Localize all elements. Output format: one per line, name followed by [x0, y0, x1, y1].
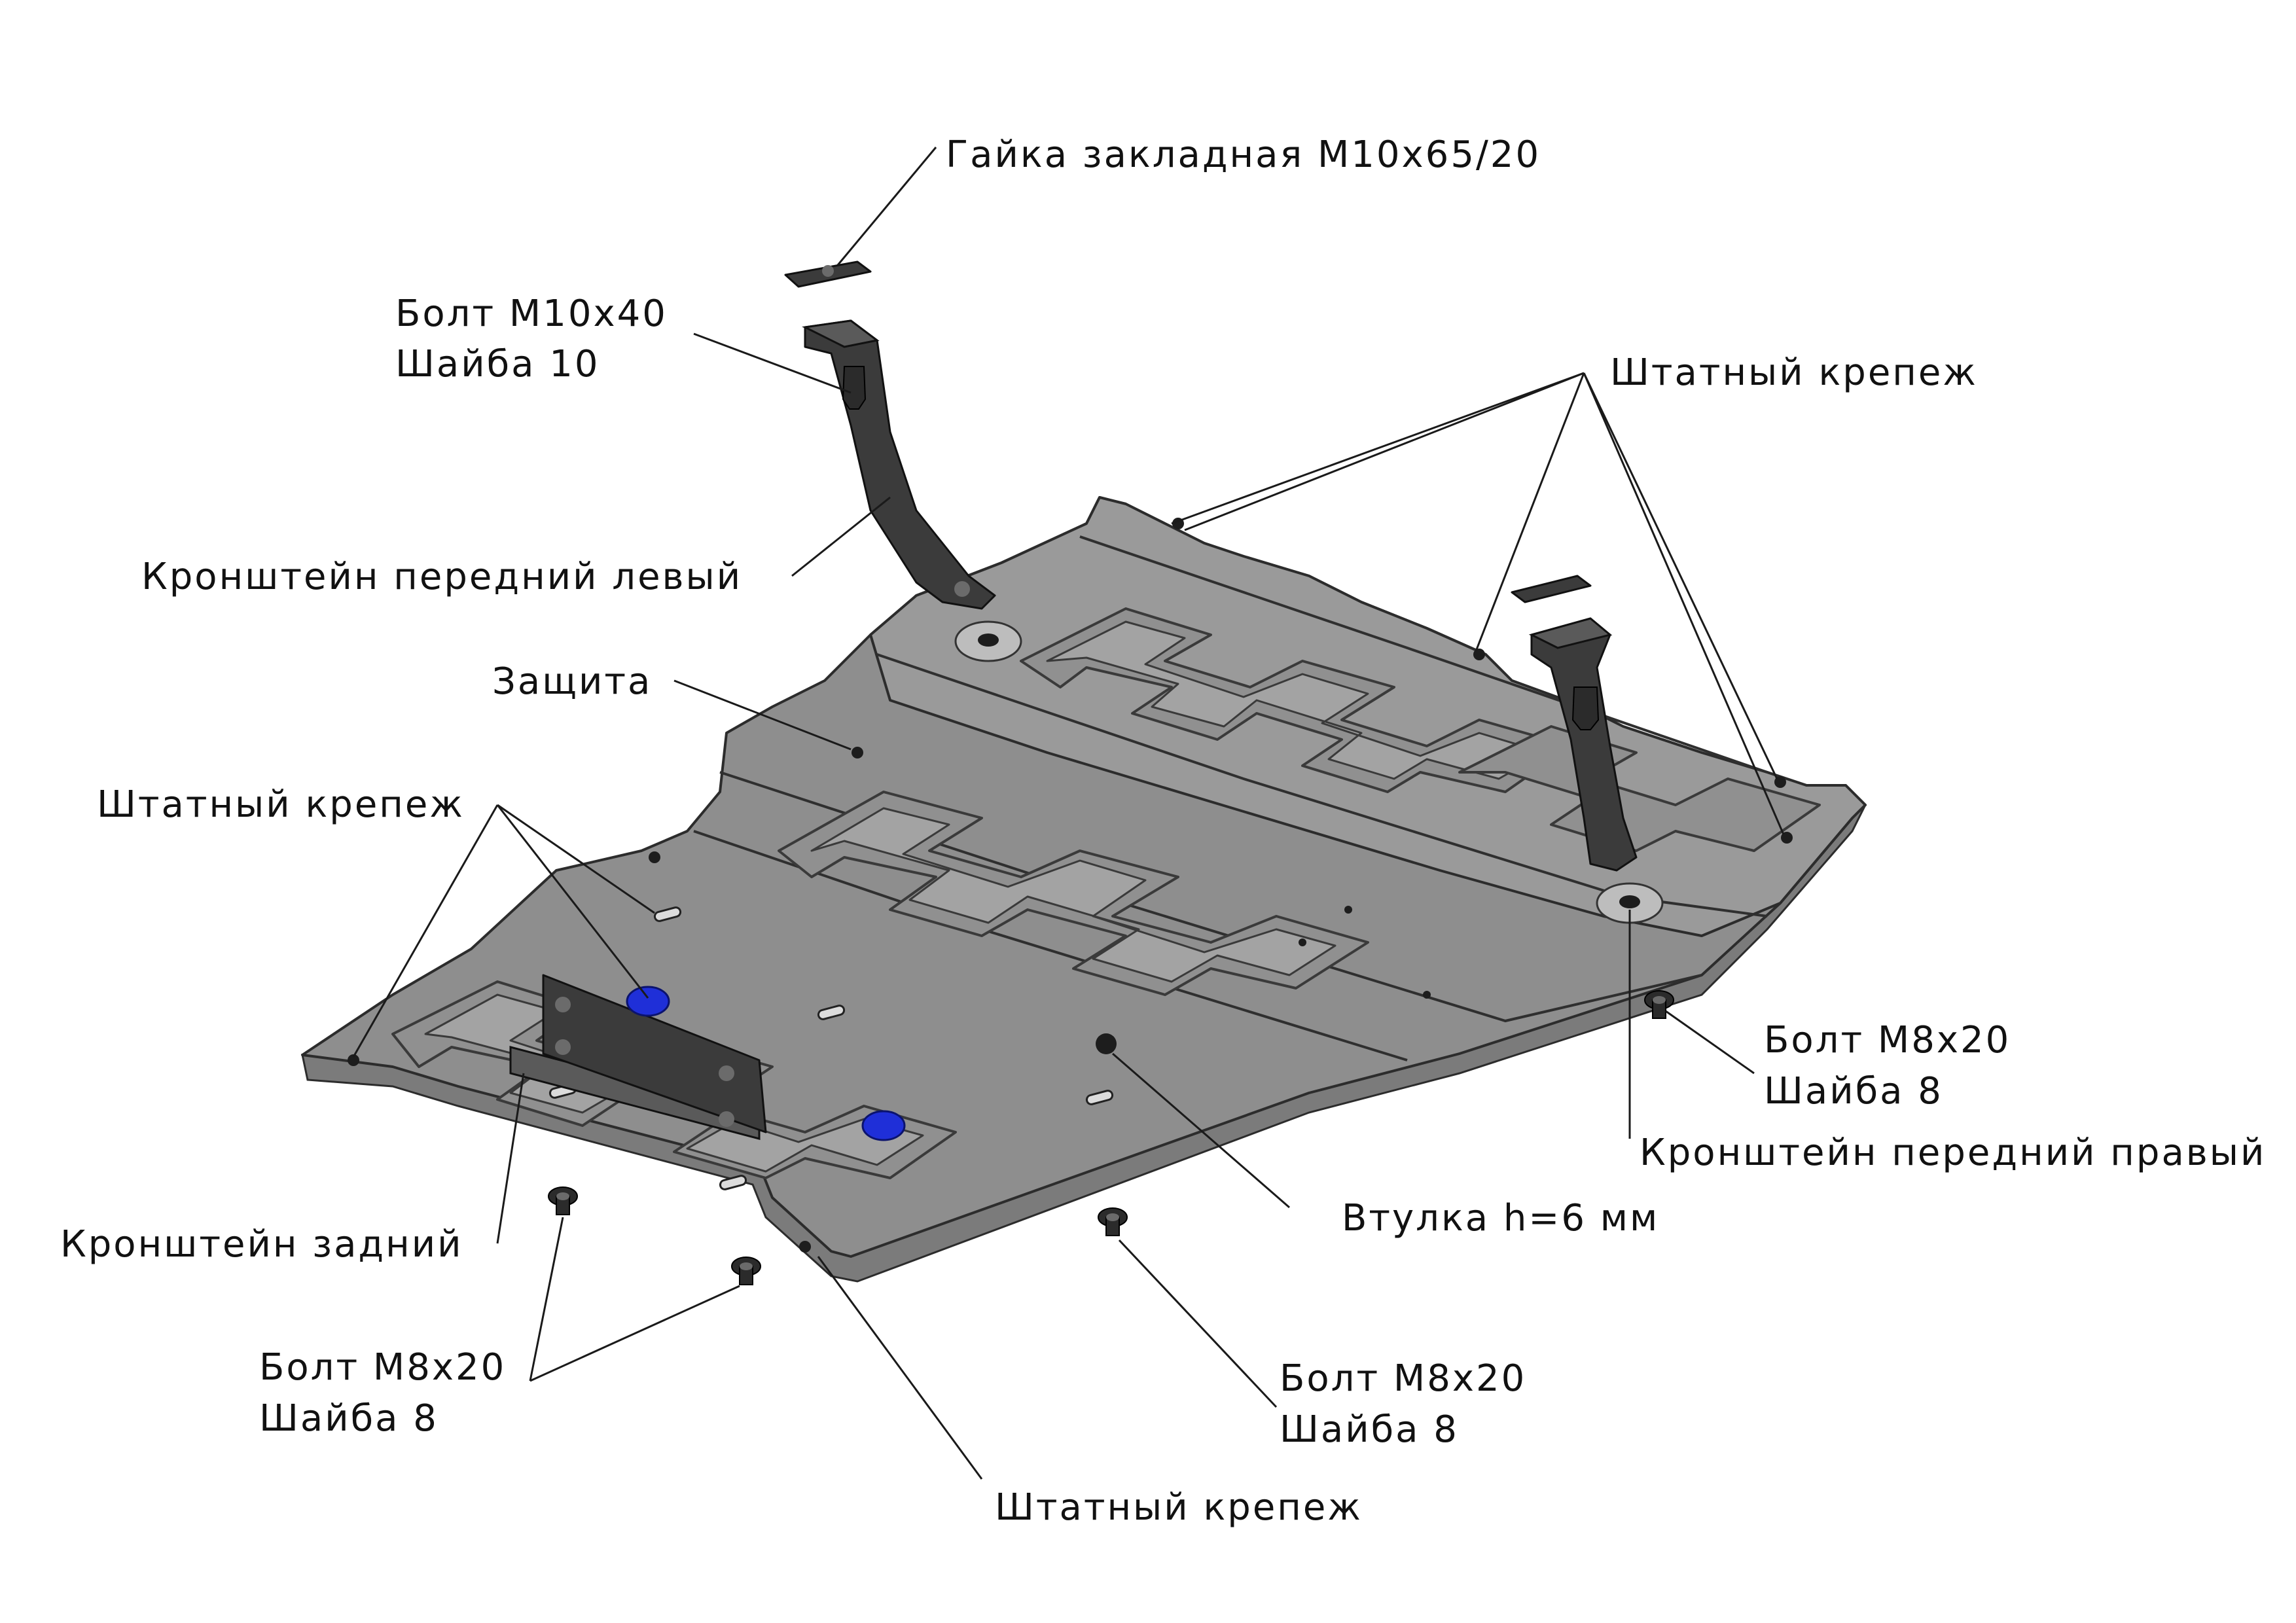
- embedded-nut-right: [1511, 575, 1592, 603]
- leader-std-top-4: [1583, 372, 1785, 835]
- rear-bracket-hole-4: [719, 1111, 734, 1127]
- m10-bolt-left: [842, 366, 867, 410]
- label-guard: Защита: [492, 660, 652, 703]
- guard-hole-7: [348, 1054, 359, 1066]
- leader-std-left-2: [497, 804, 655, 914]
- leader-bolt-m8-mid: [1118, 1239, 1278, 1408]
- label-std-fastener-left: Штатный крепеж: [97, 783, 465, 826]
- guard-boss-left-hole: [978, 633, 999, 647]
- label-bracket-front-left: Кронштейн передний левый: [141, 556, 742, 598]
- front-left-bracket-hole: [954, 581, 970, 597]
- leader-bolt-m8-left-1: [529, 1217, 564, 1382]
- guard-hole-3: [1473, 649, 1485, 660]
- leader-std-top-1b: [1184, 372, 1585, 531]
- front-left-bracket: [784, 260, 996, 610]
- label-bracket-front-right: Кронштейн передний правый: [1640, 1132, 2266, 1174]
- guard-hole-6: [649, 851, 660, 863]
- guard-hole-10: [1299, 938, 1306, 946]
- label-std-fastener-top: Штатный крепеж: [1610, 351, 1978, 394]
- loose-bolt-right: [1644, 990, 1674, 1019]
- guard-slot-3: [1085, 1090, 1114, 1105]
- label-bushing: Втулка h=6 мм: [1342, 1197, 1659, 1240]
- label-bolt-m8-mid-line1: Болт М8х20: [1280, 1357, 1526, 1400]
- callout-labels: Гайка закладная М10х65/20 Болт М10х40 Ша…: [60, 134, 2266, 1529]
- label-nut: Гайка закладная М10х65/20: [946, 134, 1541, 176]
- rear-bracket-hole-1: [555, 997, 571, 1012]
- leader-nut: [836, 147, 937, 266]
- rear-bracket-hole-2: [719, 1065, 734, 1081]
- guard-slot-4: [719, 1175, 747, 1190]
- front-right-bracket: [1511, 575, 1638, 872]
- front-left-bracket-top: [802, 319, 880, 348]
- label-bolt-m8-left-line2: Шайба 8: [259, 1397, 439, 1440]
- label-std-fastener-bottom: Штатный крепеж: [995, 1486, 1363, 1529]
- guard-hole-11: [1423, 991, 1431, 999]
- leader-std-top-1: [1171, 372, 1585, 525]
- leader-lines: [352, 147, 1785, 1480]
- rear-bracket-body: [542, 974, 767, 1133]
- label-bolt-m10-line1: Болт М10х40: [395, 293, 668, 335]
- label-bolt-m10-line2: Шайба 10: [395, 343, 600, 385]
- label-bolt-m8-right-line1: Болт М8х20: [1764, 1019, 2011, 1061]
- guard-hole-12: [799, 1241, 811, 1253]
- leader-std-left-1: [352, 804, 499, 1058]
- guard-fold-line-3: [876, 653, 1768, 918]
- leader-bushing: [1112, 1052, 1290, 1209]
- guard-hole-4: [1774, 776, 1786, 788]
- leader-bracket-rear: [496, 1073, 525, 1244]
- loose-bolt-mid: [1098, 1207, 1128, 1236]
- front-right-bracket-top: [1528, 617, 1613, 649]
- label-bolt-m8-right-line2: Шайба 8: [1764, 1070, 1943, 1113]
- rear-bracket: [509, 974, 906, 1141]
- embedded-nut-left-hole: [822, 265, 834, 277]
- leader-std-top-3: [1583, 372, 1778, 779]
- guard-plate: [301, 496, 1867, 1283]
- leader-std-top-2: [1475, 372, 1585, 652]
- leader-bolt-m10: [693, 332, 852, 394]
- guard-slot-1: [653, 906, 682, 922]
- front-right-bracket-body: [1530, 617, 1638, 872]
- leader-std-left-3: [496, 804, 649, 999]
- loose-bolt-left-1: [548, 1186, 578, 1215]
- leader-bolt-m8-left-2: [529, 1285, 740, 1382]
- leader-bolt-m8-right: [1665, 1010, 1755, 1075]
- leader-std-bottom: [817, 1256, 983, 1480]
- m10-bolt-right: [1571, 687, 1600, 730]
- loose-bolt-left-2: [731, 1257, 761, 1285]
- guard-rib-middle-1-inner: [810, 807, 1336, 983]
- guard-slot-2: [817, 1005, 846, 1020]
- guard-hole-9: [1344, 906, 1352, 914]
- guard-hole-1: [852, 747, 863, 758]
- guard-boss-right-hole: [1619, 895, 1640, 908]
- label-bolt-m8-mid-line2: Шайба 8: [1280, 1408, 1459, 1451]
- label-bracket-rear: Кронштейн задний: [60, 1223, 463, 1266]
- rear-bushing-2: [861, 1110, 906, 1141]
- guard-hole-8: [1096, 1033, 1117, 1054]
- front-left-bracket-body: [804, 319, 996, 610]
- leader-guard: [673, 679, 852, 751]
- guard-hole-5: [1781, 832, 1793, 844]
- leader-bracket-front-left: [791, 496, 891, 577]
- rear-bushing-1: [626, 986, 670, 1017]
- guard-fold-line-4: [1079, 535, 1768, 774]
- rear-bracket-hole-3: [555, 1039, 571, 1055]
- label-bolt-m8-left-line1: Болт М8х20: [259, 1346, 506, 1389]
